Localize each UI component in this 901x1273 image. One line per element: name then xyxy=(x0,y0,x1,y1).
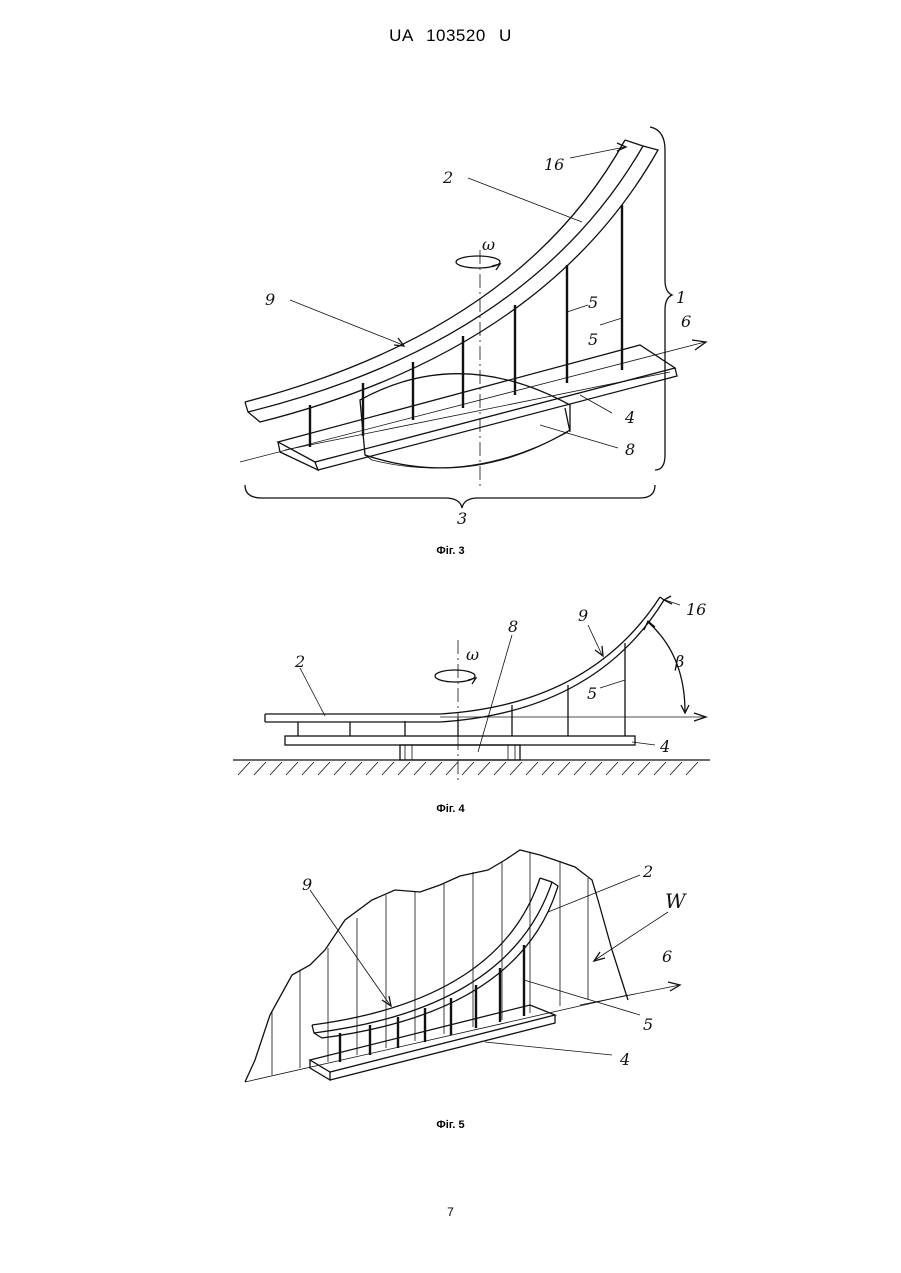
base-plank xyxy=(285,736,635,745)
bracket-3 xyxy=(245,485,655,508)
label-5: 5 xyxy=(643,1015,653,1034)
rotating-disk xyxy=(360,374,570,468)
uprights xyxy=(310,205,622,447)
label-2: 2 xyxy=(294,652,305,671)
label-4: 4 xyxy=(659,737,670,756)
base-plank xyxy=(278,345,677,470)
rotation-arrow xyxy=(456,256,500,270)
label-9: 9 xyxy=(265,290,275,309)
horizontal-reference-arrow xyxy=(440,713,706,721)
label-beta: β xyxy=(674,652,684,671)
leader-lines xyxy=(310,875,668,1055)
curved-ramp xyxy=(265,597,664,722)
direction-arrow-6 xyxy=(240,340,706,462)
label-omega: ω xyxy=(482,235,495,254)
label-5b: 5 xyxy=(588,330,598,349)
page-number: 7 xyxy=(0,1205,901,1219)
label-5a: 5 xyxy=(588,293,598,312)
label-16: 16 xyxy=(686,600,706,619)
label-9: 9 xyxy=(578,606,588,625)
base-plank xyxy=(310,1005,555,1080)
label-3: 3 xyxy=(457,509,467,528)
label-16: 16 xyxy=(544,155,564,174)
label-4: 4 xyxy=(619,1050,630,1069)
label-omega: ω xyxy=(466,645,479,664)
label-9: 9 xyxy=(302,875,312,894)
ground xyxy=(233,760,710,775)
label-6: 6 xyxy=(662,947,672,966)
bracket-1 xyxy=(650,127,672,470)
rotating-disk xyxy=(400,745,520,760)
label-2: 2 xyxy=(442,168,453,187)
label-W: W xyxy=(665,889,687,913)
rotation-arrow xyxy=(435,670,476,684)
figure-3-drawing: 2 16 ω 9 5 5 1 6 4 8 3 xyxy=(0,120,901,530)
label-5: 5 xyxy=(587,684,597,703)
label-8: 8 xyxy=(508,617,518,636)
curved-ramp xyxy=(312,878,558,1038)
figure-5-caption: Фіг. 5 xyxy=(0,1119,901,1131)
leader-lines xyxy=(300,596,680,752)
document-number: UA 103520 U xyxy=(0,26,901,46)
label-4: 4 xyxy=(624,408,635,427)
figure-5-drawing: 9 2 W 6 5 4 xyxy=(0,840,901,1100)
label-6: 6 xyxy=(681,312,691,331)
figure-5: 9 2 W 6 5 4 xyxy=(0,840,901,1100)
figure-3-caption: Фіг. 3 xyxy=(0,545,901,557)
figure-4-caption: Фіг. 4 xyxy=(0,803,901,815)
figure-3: 2 16 ω 9 5 5 1 6 4 8 3 xyxy=(0,120,901,530)
figure-4: 8 9 16 ω 2 β 5 4 xyxy=(0,590,901,790)
label-8: 8 xyxy=(625,440,635,459)
label-2: 2 xyxy=(642,862,653,881)
figure-4-drawing: 8 9 16 ω 2 β 5 4 xyxy=(0,590,901,790)
label-1: 1 xyxy=(676,288,686,307)
